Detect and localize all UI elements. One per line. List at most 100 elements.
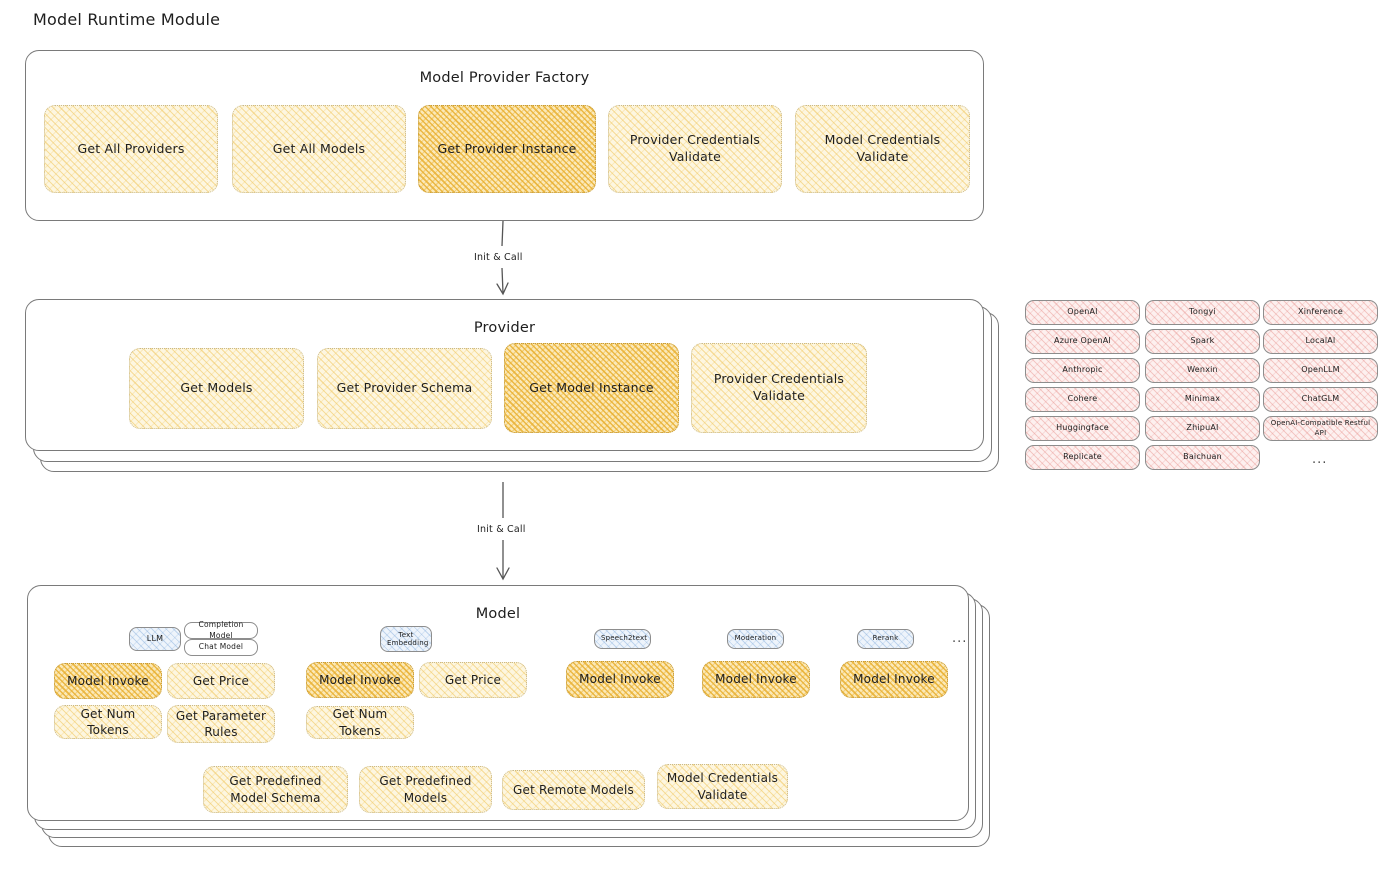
chip-label: LocalAI [1305,336,1336,346]
chip-label: Wenxin [1187,365,1218,375]
factory-node-provider-credentials-validate[interactable]: Provider Credentials Validate [608,105,782,193]
model-shared-op-get-predefined-model-schema[interactable]: Get Predefined Model Schema [203,766,348,813]
node-label: Model Credentials Validate [824,132,941,164]
provider-chip-baichuan[interactable]: Baichuan [1145,445,1260,470]
node-label: Model Invoke [319,672,401,687]
node-label: Model Invoke [853,672,935,687]
model-sub-badge-completion-model[interactable]: Completion Model [184,620,258,640]
badge-label: Speech2text [601,634,648,643]
provider-chip-openai-compatible-restful-api[interactable]: OpenAI-Compatible Restful API [1263,416,1378,441]
provider-chip-cohere[interactable]: Cohere [1025,387,1140,412]
chip-label: Huggingface [1056,423,1109,433]
provider-chip-minimax[interactable]: Minimax [1145,387,1260,412]
node-label: Get Predefined Models [379,774,472,805]
factory-node-model-credentials-validate[interactable]: Model Credentials Validate [795,105,970,193]
badge-label: Chat Model [198,642,244,652]
node-label: Get All Providers [77,140,185,156]
chip-label: Spark [1190,336,1215,346]
model-op-llm-get-num-tokens[interactable]: Get Num Tokens [54,705,162,739]
provider-chip-openllm[interactable]: OpenLLM [1263,358,1378,383]
node-label: Get Predefined Model Schema [229,774,322,805]
chip-label: Azure OpenAI [1054,336,1111,346]
node-label: Get Model Instance [529,379,654,395]
provider-chip-tongyi[interactable]: Tongyi [1145,300,1260,325]
provider-chip-wenxin[interactable]: Wenxin [1145,358,1260,383]
node-label: Get Provider Schema [336,380,473,396]
factory-node-get-all-providers[interactable]: Get All Providers [44,105,218,193]
model-op-speech2text-model-invoke[interactable]: Model Invoke [566,661,674,698]
provider-chip-replicate[interactable]: Replicate [1025,445,1140,470]
provider-list-more-ellipsis: ... [1312,452,1328,467]
node-label: Get Provider Instance [437,140,577,156]
model-op-llm-get-parameter-rules[interactable]: Get Parameter Rules [167,705,275,743]
provider-title: Provider [473,320,536,336]
model-type-badge-text-embedding[interactable]: Text Embedding [380,626,432,652]
node-label: Get Price [444,672,502,687]
node-label: Model Credentials Validate [666,771,779,802]
model-shared-op-get-predefined-models[interactable]: Get Predefined Models [359,766,492,813]
chip-label: Minimax [1184,394,1221,404]
factory-title: Model Provider Factory [419,70,590,86]
model-op-llm-model-invoke[interactable]: Model Invoke [54,663,162,699]
chip-label: Anthropic [1062,365,1103,375]
chip-label: OpenAI [1067,307,1098,317]
badge-label: LLM [146,633,164,643]
node-label: Provider Credentials Validate [629,132,761,164]
badge-label: Text Embedding [387,630,429,647]
model-op-moderation-model-invoke[interactable]: Model Invoke [702,661,810,698]
model-type-badge-speech2text[interactable]: Speech2text [594,629,651,649]
model-op-text-embedding-get-num-tokens[interactable]: Get Num Tokens [306,706,414,739]
chip-label: Replicate [1063,452,1102,462]
arrow-label-init-call-2: Init & Call [477,524,526,535]
node-label: Model Invoke [715,672,797,687]
provider-chip-openai[interactable]: OpenAI [1025,300,1140,325]
node-label: Get Remote Models [513,782,634,797]
node-label: Get Price [192,673,250,688]
provider-chip-zhipuai[interactable]: ZhipuAI [1145,416,1260,441]
provider-node-get-provider-schema[interactable]: Get Provider Schema [317,348,492,429]
provider-chip-localai[interactable]: LocalAI [1263,329,1378,354]
chip-label: OpenLLM [1301,365,1340,375]
provider-node-provider-credentials-validate[interactable]: Provider Credentials Validate [691,343,867,433]
model-op-text-embedding-model-invoke[interactable]: Model Invoke [306,662,414,698]
model-op-rerank-model-invoke[interactable]: Model Invoke [840,661,948,698]
node-label: Model Invoke [67,673,149,688]
provider-chip-huggingface[interactable]: Huggingface [1025,416,1140,441]
provider-chip-anthropic[interactable]: Anthropic [1025,358,1140,383]
model-types-more-ellipsis: ... [952,631,968,646]
model-shared-op-get-remote-models[interactable]: Get Remote Models [502,770,645,810]
chip-label: ChatGLM [1301,394,1340,404]
model-shared-op-model-credentials-validate[interactable]: Model Credentials Validate [657,764,788,809]
provider-chip-spark[interactable]: Spark [1145,329,1260,354]
node-label: Get All Models [272,140,366,156]
node-label: Get Models [180,380,253,396]
provider-node-get-models[interactable]: Get Models [129,348,304,429]
model-type-badge-rerank[interactable]: Rerank [857,629,914,649]
model-type-badge-llm[interactable]: LLM [129,627,181,651]
chip-label: ZhipuAI [1186,423,1219,433]
provider-chip-chatglm[interactable]: ChatGLM [1263,387,1378,412]
model-title: Model [475,606,521,622]
model-type-badge-moderation[interactable]: Moderation [727,629,784,649]
chip-label: OpenAI-Compatible Restful API [1270,419,1371,437]
provider-chip-xinference[interactable]: Xinference [1263,300,1378,325]
arrow-label-init-call-1: Init & Call [474,252,523,263]
provider-node-get-model-instance[interactable]: Get Model Instance [504,343,679,433]
factory-node-get-provider-instance[interactable]: Get Provider Instance [418,105,596,193]
badge-label: Rerank [872,634,899,643]
node-label: Provider Credentials Validate [713,371,845,403]
provider-chip-azure-openai[interactable]: Azure OpenAI [1025,329,1140,354]
model-frame: Model [27,585,969,821]
model-sub-badge-chat-model[interactable]: Chat Model [184,639,258,656]
model-op-llm-get-price[interactable]: Get Price [167,663,275,699]
factory-node-get-all-models[interactable]: Get All Models [232,105,406,193]
chip-label: Tongyi [1189,307,1216,317]
page-title: Model Runtime Module [33,10,221,29]
chip-label: Cohere [1067,394,1098,404]
node-label: Model Invoke [579,672,661,687]
badge-label: Completion Model [198,620,244,640]
model-op-text-embedding-get-price[interactable]: Get Price [419,662,527,698]
node-label: Get Num Tokens [332,707,388,738]
badge-label: Moderation [734,634,777,643]
